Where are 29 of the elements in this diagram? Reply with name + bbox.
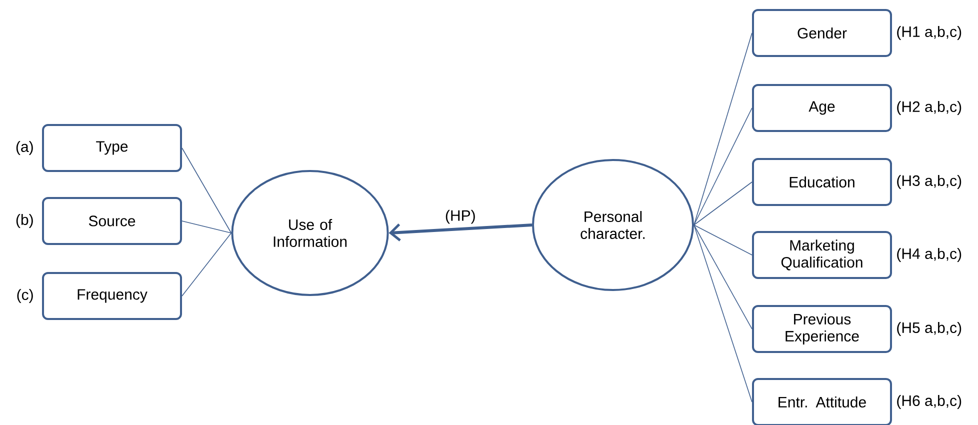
- beside-label: (H4 a,b,c): [897, 248, 962, 262]
- connector-line: [182, 232, 232, 296]
- connector-line: [694, 224, 752, 256]
- rounded-box: Entr. Attitude: [752, 378, 892, 425]
- connector-line: [182, 148, 232, 234]
- rounded-box: Gender: [752, 9, 892, 57]
- connector-line: [694, 32, 752, 226]
- rounded-box: Previous Experience: [752, 305, 892, 353]
- beside-label: (H3 a,b,c): [897, 175, 962, 189]
- beside-label: (H5 a,b,c): [897, 322, 962, 336]
- beside-label: (H6 a,b,c): [897, 395, 962, 409]
- beside-label: (H1 a,b,c): [897, 26, 962, 40]
- beside-label: (H2 a,b,c): [897, 101, 962, 115]
- connector-line: [694, 108, 752, 226]
- arrow: [388, 224, 532, 242]
- rounded-box: Age: [752, 84, 892, 132]
- beside-label: (c): [17, 289, 33, 303]
- connector-line: [182, 220, 232, 234]
- connector-line: [694, 182, 752, 226]
- edge-label: (HP): [444, 208, 477, 225]
- rounded-box: Education: [752, 158, 892, 206]
- rounded-box: Source: [42, 197, 182, 245]
- rounded-box: Marketing Qualification: [752, 231, 892, 279]
- beside-label: (b): [16, 214, 33, 228]
- rounded-box: Frequency: [42, 272, 182, 320]
- connector-line: [694, 224, 752, 402]
- connector-line: [694, 224, 752, 330]
- rounded-box: Type: [42, 124, 182, 172]
- beside-label: (a): [16, 141, 33, 155]
